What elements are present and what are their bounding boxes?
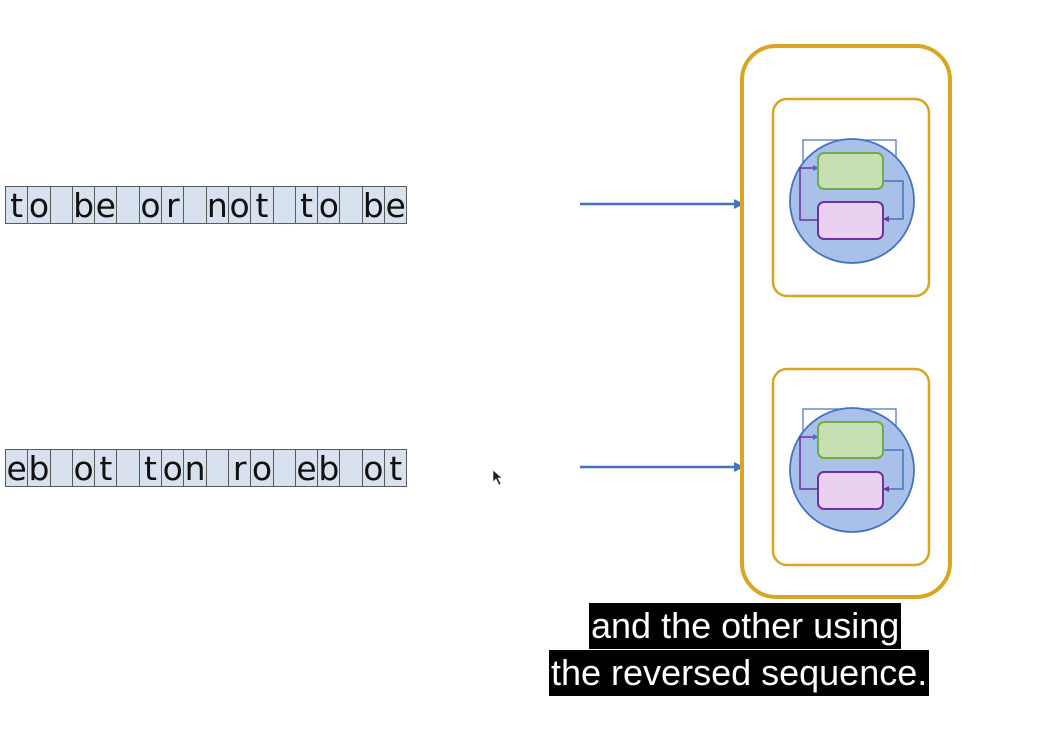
mouse-cursor-icon <box>492 469 503 486</box>
caption-line-2: the reversed sequence. <box>549 650 930 696</box>
backward-hidden-state-box <box>817 421 884 459</box>
sequence-char-cell: t <box>384 449 408 488</box>
sequence-char-cell: b <box>317 449 341 488</box>
sequence-char-cell: o <box>227 186 252 225</box>
sequence-char-cell: b <box>361 186 386 225</box>
sequence-char-cell: r <box>161 186 185 225</box>
sequence-char-cell: e <box>94 186 118 225</box>
sequence-char-cell: e <box>294 449 319 488</box>
caption-line-1: and the other using <box>589 603 902 649</box>
sequence-char-cell: n <box>205 186 229 225</box>
forward-rnn-unit <box>771 97 931 298</box>
sequence-char-cell: t <box>138 449 163 488</box>
sequence-char-cell: o <box>27 186 51 225</box>
backward-rnn-unit <box>771 367 931 567</box>
sequence-char-cell: t <box>250 186 274 225</box>
sequence-char-cell: o <box>71 449 96 488</box>
sequence-char-cell: o <box>138 186 163 225</box>
sequence-char-cell: e <box>384 186 408 225</box>
sequence-char-cell: b <box>71 186 96 225</box>
sequence-char-cell: b <box>27 449 51 488</box>
backward-cell-state-box <box>817 471 884 510</box>
sequence-char-cell: o <box>317 186 341 225</box>
sequence-char-cell: o <box>250 449 274 488</box>
forward-cell-state-box <box>817 201 884 240</box>
sequence-char-cell: o <box>361 449 386 488</box>
forward-hidden-state-box <box>817 152 884 190</box>
bidirectional-container <box>740 44 952 599</box>
sequence-char-cell: o <box>161 449 185 488</box>
